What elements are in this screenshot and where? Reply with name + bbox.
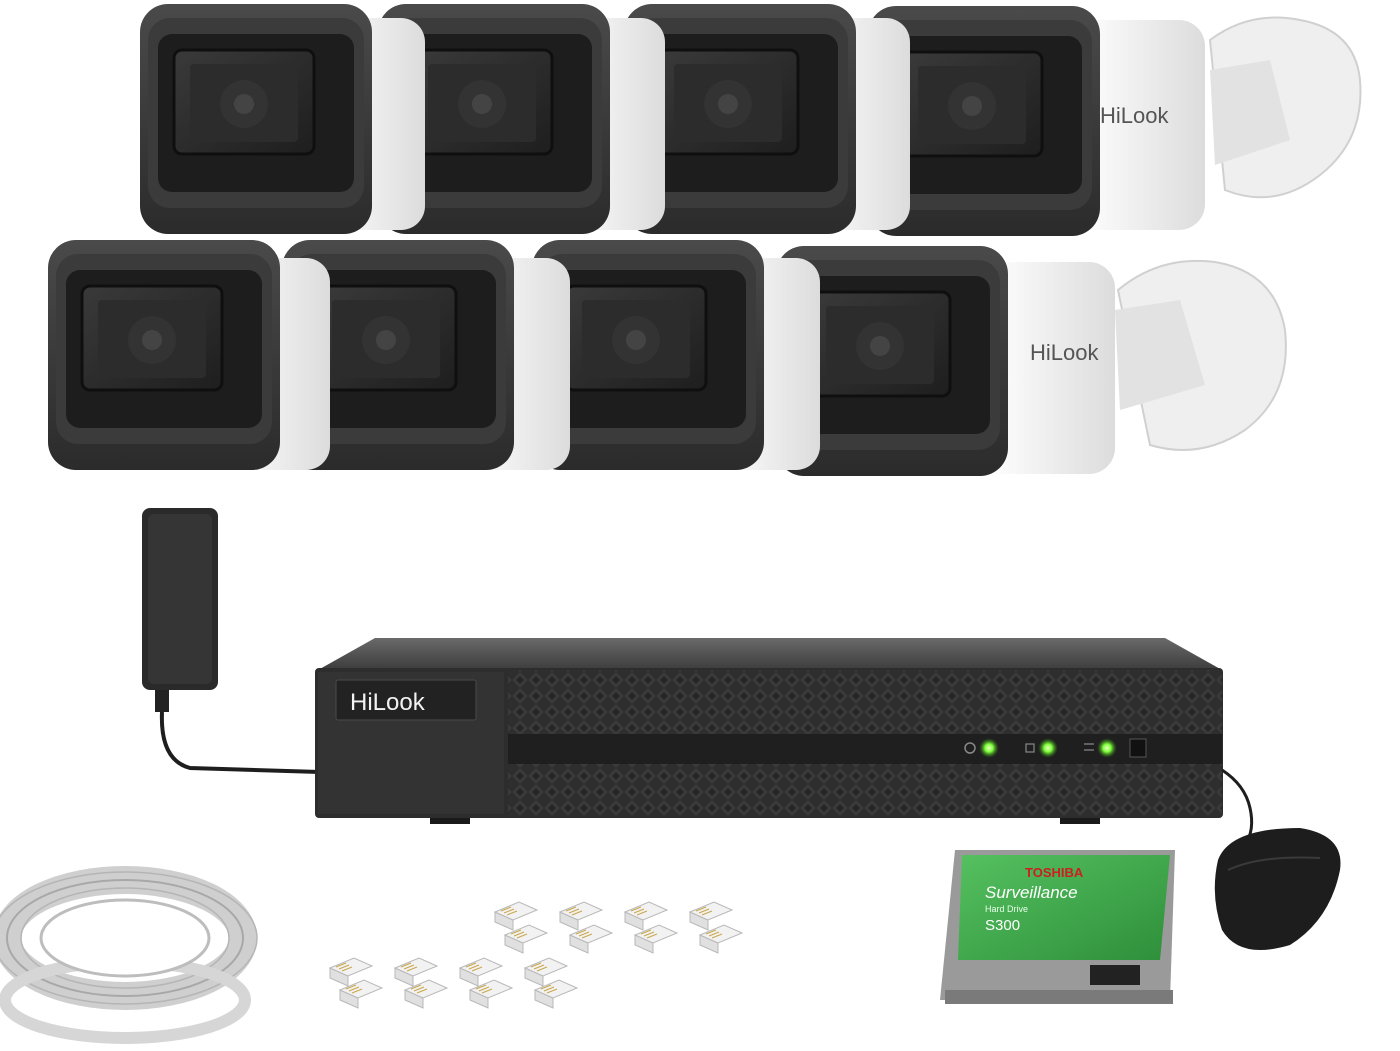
nvr-brand-label: HiLook (350, 689, 426, 716)
rj45-connector (698, 924, 744, 954)
rj45-connector (568, 924, 614, 954)
camera-5 (46, 238, 330, 472)
status-led (979, 738, 999, 758)
rj45-connector (558, 901, 604, 931)
sata-connector (1090, 965, 1140, 985)
rj45-connector (623, 901, 669, 931)
rj45-connector (403, 979, 449, 1009)
rj45-connector (533, 979, 579, 1009)
camera-brand-label: HiLook (1100, 103, 1169, 128)
rj45-connector (458, 957, 504, 987)
rj45-connector (523, 957, 569, 987)
rj45-connector (688, 901, 734, 931)
rj45-connector (393, 957, 439, 987)
camera-brand-label: HiLook (1030, 340, 1099, 365)
power-adapter (142, 508, 321, 774)
hdd-model-label: S300 (985, 917, 1020, 934)
camera-3 (622, 2, 910, 236)
camera-row-top: HiLook (138, 2, 1362, 238)
rj45-connector (328, 957, 374, 987)
power-icon (964, 742, 976, 754)
camera-row-bottom: HiLook (46, 238, 1287, 478)
camera-6 (280, 238, 570, 472)
rj45-connector (493, 901, 539, 931)
status-led (1097, 738, 1117, 758)
camera-7 (530, 238, 820, 472)
rj45-connector (503, 924, 549, 954)
rj45-connector (633, 924, 679, 954)
status-led (1038, 738, 1058, 758)
cable-coil (0, 866, 258, 1044)
hdd-sub-label: Hard Drive (985, 904, 1028, 914)
nvr-recorder: HiLook (315, 638, 1254, 846)
hdd-icon (1025, 743, 1035, 753)
camera-1 (138, 2, 425, 236)
rj45-connectors (328, 901, 744, 1009)
camera-2 (376, 2, 665, 236)
rj45-connector (338, 979, 384, 1009)
mouse (1214, 828, 1341, 950)
usb-port-icon (1129, 738, 1147, 758)
hdd-line-label: Surveillance (985, 883, 1078, 902)
camera-8: HiLook (774, 244, 1287, 478)
camera-4: HiLook (866, 4, 1362, 238)
hard-drive: TOSHIBA Surveillance Hard Drive S300 (940, 850, 1175, 1004)
rj45-connector (468, 979, 514, 1009)
hdd-brand-label: TOSHIBA (1025, 865, 1084, 880)
network-icon (1084, 743, 1094, 751)
